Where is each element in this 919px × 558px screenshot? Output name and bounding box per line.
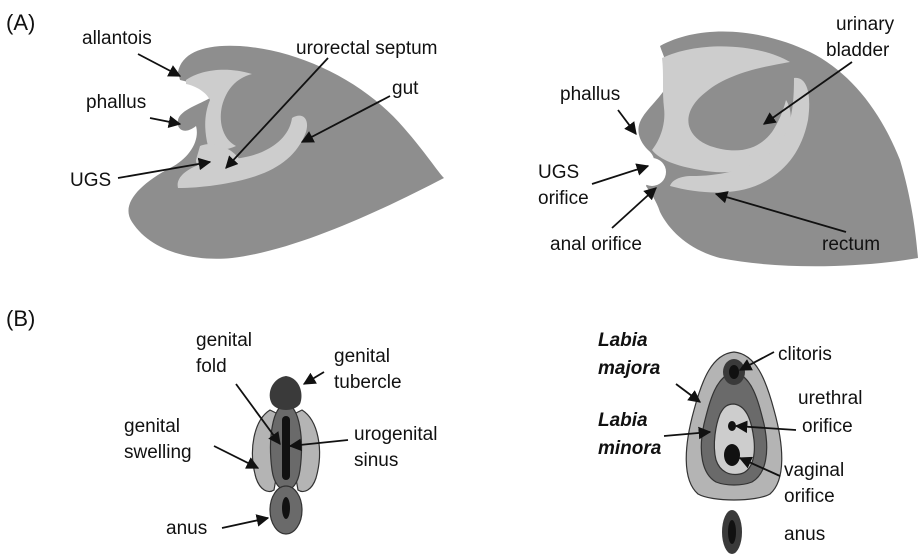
label-urethral-l2: orifice — [802, 416, 853, 437]
label-urorectal-septum: urorectal septum — [296, 38, 438, 59]
panel-a-label: (A) — [6, 10, 35, 35]
label-ugs-l1: UGS — [538, 162, 579, 183]
arrow-anal-orifice — [612, 188, 656, 228]
urogenital-sinus — [282, 416, 290, 480]
label-clitoris: clitoris — [778, 344, 832, 365]
genital-tubercle — [270, 376, 302, 410]
label-genital-tubercle-l2: tubercle — [334, 372, 402, 393]
label-urogenital-l1: urogenital — [354, 424, 437, 445]
label-bladder: bladder — [826, 40, 890, 61]
label-labia-majora-l1: Labia — [598, 330, 648, 351]
label-anus-early: anus — [166, 518, 207, 539]
label-rectum: rectum — [822, 234, 880, 255]
anus-female-inner — [728, 520, 736, 544]
label-anus-female: anus — [784, 524, 825, 545]
label-labia-minora-l2: minora — [598, 438, 662, 459]
label-genital-tubercle-l1: genital — [334, 346, 390, 367]
label-vaginal-l1: vaginal — [784, 460, 844, 481]
embryo-late-section — [638, 32, 918, 267]
arrow-genital-tubercle — [304, 372, 324, 384]
female-external-genitalia — [686, 352, 782, 554]
label-genital-swelling-l1: genital — [124, 416, 180, 437]
arrow-anus-early — [222, 518, 268, 528]
label-urinary: urinary — [836, 14, 895, 35]
label-labia-minora-l1: Labia — [598, 410, 648, 431]
label-genital-fold-l1: genital — [196, 330, 252, 351]
label-allantois: allantois — [82, 28, 152, 49]
late-ugs-orifice — [638, 158, 666, 186]
label-labia-majora-l2: majora — [598, 358, 661, 379]
indifferent-external-genitalia — [252, 376, 319, 534]
arrow-genital-swelling — [214, 446, 258, 468]
arrow-allantois — [138, 54, 180, 76]
label-phallus-late: phallus — [560, 84, 620, 105]
label-urethral-l1: urethral — [798, 388, 862, 409]
label-genital-swelling-l2: swelling — [124, 442, 192, 463]
label-gut: gut — [392, 78, 419, 99]
label-phallus-early: phallus — [86, 92, 146, 113]
vaginal-orifice — [724, 444, 740, 466]
panel-b-label: (B) — [6, 306, 35, 331]
label-vaginal-l2: orifice — [784, 486, 835, 507]
label-urogenital-l2: sinus — [354, 450, 398, 471]
label-ugs-l2: orifice — [538, 188, 589, 209]
arrow-phallus-early — [150, 118, 180, 124]
clitoris-glans — [729, 365, 739, 379]
arrow-phallus-late — [618, 110, 636, 134]
urethral-orifice — [728, 421, 736, 431]
label-genital-fold-l2: fold — [196, 356, 227, 377]
label-ugs: UGS — [70, 170, 111, 191]
label-anal-orifice: anal orifice — [550, 234, 642, 255]
arrow-labia-majora — [676, 384, 700, 402]
anus-early — [282, 497, 290, 519]
